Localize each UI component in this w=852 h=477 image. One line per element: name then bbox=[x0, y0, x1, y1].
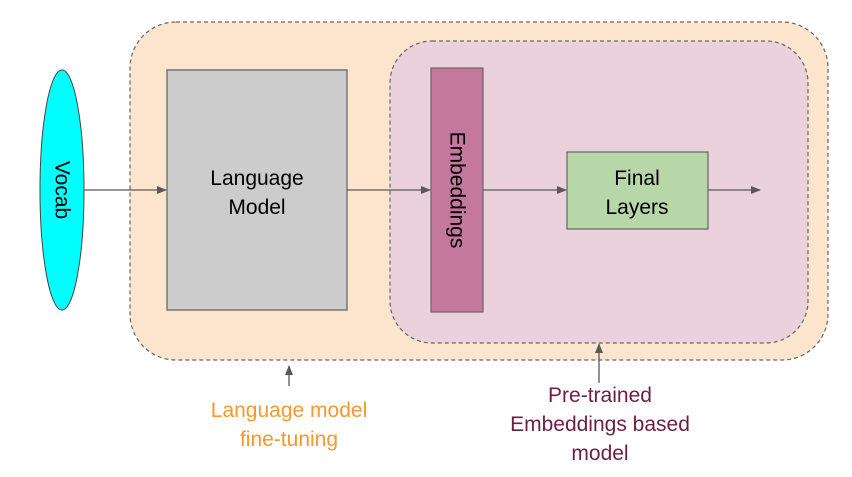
language-model-label-line1: Language bbox=[210, 167, 303, 190]
final-layers-label-line1: Final bbox=[614, 167, 660, 190]
fine-tuning-annotation-line2: fine-tuning bbox=[240, 428, 338, 451]
embeddings-label: Embeddings bbox=[446, 132, 469, 249]
language-model-label-line2: Model bbox=[228, 196, 285, 219]
vocab-label: Vocab bbox=[51, 161, 74, 219]
language-model-node[interactable] bbox=[166, 69, 348, 311]
pretrained-annotation-line2: Embeddings based bbox=[510, 413, 690, 436]
fine-tuning-annotation-line1: Language model bbox=[211, 399, 367, 422]
final-layers-label-line2: Layers bbox=[605, 196, 668, 219]
final-layers-node[interactable] bbox=[566, 151, 709, 230]
pretrained-annotation-line3: model bbox=[571, 442, 628, 465]
pretrained-annotation-line1: Pre-trained bbox=[548, 384, 652, 407]
